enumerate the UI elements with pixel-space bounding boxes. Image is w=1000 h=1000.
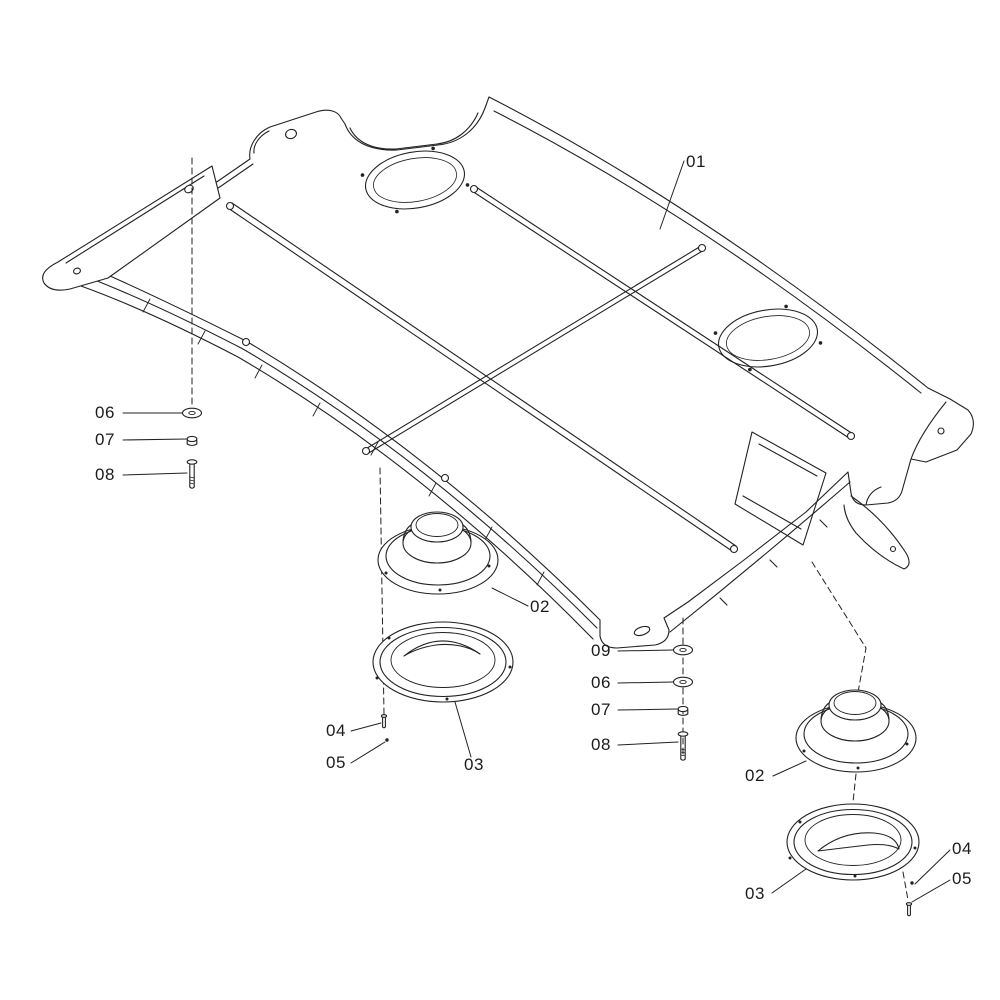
speaker-housing-right — [795, 689, 917, 773]
assembly-axis-speaker-right — [811, 561, 867, 699]
leader-line-02-left — [491, 587, 529, 607]
washer-middle — [672, 676, 694, 688]
panel-rib — [363, 245, 705, 455]
callout-06-middle: 06 — [591, 673, 611, 692]
callout-03-left: 03 — [464, 755, 484, 774]
pin-right — [905, 902, 913, 917]
callout-06-left: 06 — [95, 403, 115, 422]
roof-panel-outline — [91, 96, 974, 649]
left-wing-flange — [42, 165, 221, 291]
assembly-axis-ring-right — [852, 773, 857, 803]
callout-02-right: 02 — [745, 766, 765, 785]
front-rail — [80, 276, 598, 640]
callout-03-right: 03 — [745, 884, 765, 903]
clip-left — [385, 738, 389, 742]
roof-panel-part — [80, 96, 974, 649]
callout-02-left: 02 — [530, 597, 550, 616]
spring-washer-middle — [672, 644, 694, 656]
leader-line-03-right — [771, 868, 807, 894]
callout-04-right: 04 — [952, 839, 972, 858]
lower-bracket — [734, 431, 827, 546]
leader-line-05-right — [911, 879, 951, 903]
speaker-opening-right — [713, 304, 823, 372]
leader-line-02-right — [772, 760, 807, 777]
bolt-middle — [677, 731, 689, 761]
foot-slot — [633, 625, 651, 637]
panel-rib — [471, 186, 854, 439]
right-lower-flap — [843, 495, 910, 570]
callout-07-left: 07 — [95, 430, 115, 449]
lower-bracket-fold — [742, 495, 802, 530]
leader-line-08-middle — [617, 741, 679, 746]
top-bracket-inner-edge — [253, 130, 270, 154]
bolt-left — [186, 459, 198, 489]
clip-right — [910, 881, 914, 885]
speaker-opening-left — [360, 146, 470, 214]
sunroof-notch-inner-edge — [349, 112, 479, 150]
bracket-hole — [285, 128, 297, 140]
callout-08-left: 08 — [95, 465, 115, 484]
leader-line-06-middle — [617, 681, 674, 684]
callout-05-right: 05 — [952, 869, 972, 888]
speaker-housing-left — [377, 511, 499, 595]
leader-line-04-right — [914, 849, 951, 885]
flap-hole — [889, 545, 897, 553]
callout-08-middle: 08 — [591, 735, 611, 754]
rear-edge-tick — [719, 519, 828, 606]
leader-line-01 — [659, 160, 685, 230]
callout-05-left: 05 — [326, 753, 346, 772]
nut-left — [186, 435, 198, 447]
leader-line-08-left — [122, 472, 188, 476]
rear-edge-band — [669, 481, 851, 633]
callout-09-middle: 09 — [591, 641, 611, 660]
rib-end-bosses — [225, 184, 856, 554]
leader-line-04-left — [350, 722, 382, 732]
callout-01: 01 — [686, 152, 706, 171]
right-flange-fold — [910, 401, 947, 460]
leader-line-07-middle — [617, 708, 679, 711]
panel-fold-line — [493, 110, 922, 394]
flange-hole — [937, 427, 945, 435]
callout-07-middle: 07 — [591, 700, 611, 719]
nut-middle — [677, 705, 689, 717]
pin-left — [380, 714, 388, 729]
leader-line-03-left — [454, 701, 472, 758]
leader-line-09-middle — [617, 649, 674, 652]
speaker-ring-right — [786, 803, 920, 881]
ring-slot — [817, 832, 900, 852]
washer-left — [181, 407, 203, 419]
assembly-axis-pin-right — [902, 871, 909, 901]
speaker-ring-left — [372, 621, 514, 703]
lower-bracket-fold — [758, 443, 818, 477]
right-flange-arc — [865, 486, 882, 506]
ring-slot — [403, 640, 481, 657]
leader-line-07-left — [122, 438, 188, 441]
callout-04-left: 04 — [326, 721, 346, 740]
leader-line-05-left — [350, 741, 386, 764]
leader-lines — [122, 160, 951, 903]
